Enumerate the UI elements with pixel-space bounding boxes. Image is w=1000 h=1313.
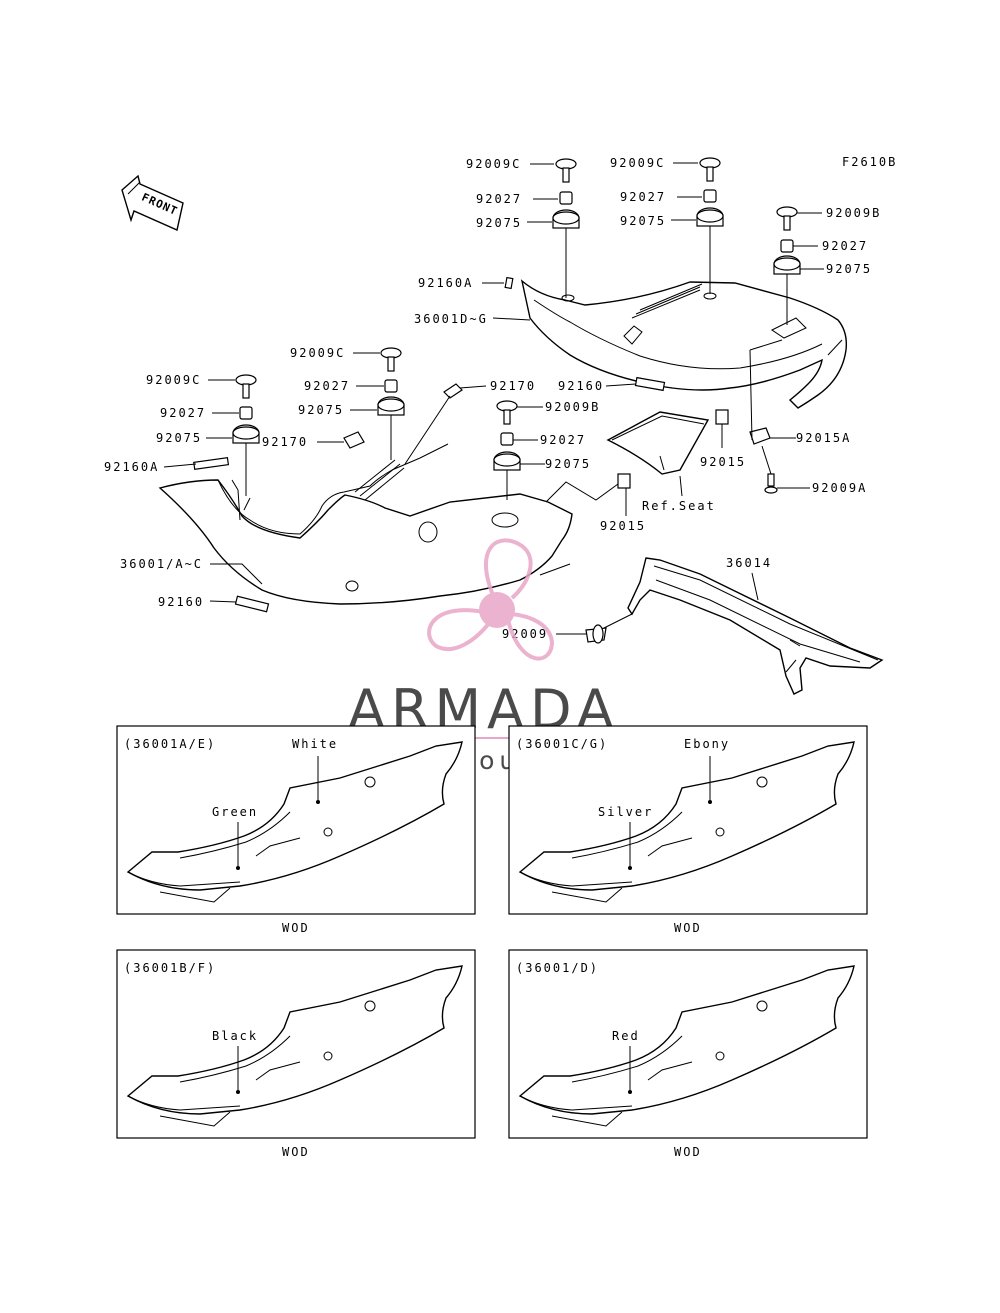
variant-panel-d: (36001/D) Red WOD bbox=[508, 949, 868, 1159]
callout-92027-4: 92027 bbox=[304, 379, 350, 393]
callout-92075-4: 92075 bbox=[298, 403, 344, 417]
callout-ref-seat: Ref.Seat bbox=[642, 499, 716, 513]
color-label-white: White bbox=[292, 737, 338, 751]
callout-92075-2: 92075 bbox=[620, 214, 666, 228]
callout-92009c-1: 92009C bbox=[466, 157, 521, 171]
variant-footer-a-e: WOD bbox=[282, 921, 310, 935]
callout-92027-6: 92027 bbox=[540, 433, 586, 447]
variant-panel-b-f: (36001B/F) Black WOD bbox=[116, 949, 476, 1159]
callout-92160-2: 92160 bbox=[158, 595, 204, 609]
color-label-black: Black bbox=[212, 1029, 258, 1043]
callout-92170-1: 92170 bbox=[490, 379, 536, 393]
callout-92160a-2: 92160A bbox=[104, 460, 159, 474]
callout-92009c-2: 92009C bbox=[610, 156, 665, 170]
color-label-ebony: Ebony bbox=[684, 737, 730, 751]
callout-92009a: 92009A bbox=[812, 481, 867, 495]
callout-92160a-1: 92160A bbox=[418, 276, 473, 290]
callout-92009c-3: 92009C bbox=[290, 346, 345, 360]
callout-92027-5: 92027 bbox=[160, 406, 206, 420]
color-label-green: Green bbox=[212, 805, 258, 819]
variant-footer-b-f: WOD bbox=[282, 1145, 310, 1159]
callout-92075-3: 92075 bbox=[826, 262, 872, 276]
variant-code-d: (36001/D) bbox=[516, 961, 599, 975]
variant-footer-c-g: WOD bbox=[674, 921, 702, 935]
callout-92015-2: 92015 bbox=[600, 519, 646, 533]
callout-92075-5: 92075 bbox=[156, 431, 202, 445]
leader-lines bbox=[163, 162, 824, 635]
callout-92027-1: 92027 bbox=[476, 192, 522, 206]
side-bracket-36014 bbox=[627, 557, 884, 695]
callout-92027-2: 92027 bbox=[620, 190, 666, 204]
callout-36014: 36014 bbox=[726, 556, 772, 570]
color-label-red: Red bbox=[612, 1029, 640, 1043]
callout-92009b-2: 92009B bbox=[545, 400, 600, 414]
variant-code-a-e: (36001A/E) bbox=[124, 737, 216, 751]
callout-92160-1: 92160 bbox=[558, 379, 604, 393]
propeller-logo-icon bbox=[427, 538, 555, 661]
callout-36001d-g: 36001D~G bbox=[414, 312, 488, 326]
callout-92170-2: 92170 bbox=[262, 435, 308, 449]
callout-36001-a-c: 36001/A~C bbox=[120, 557, 203, 571]
rear-seat-cover-lower bbox=[158, 443, 573, 605]
seat-reference-piece bbox=[606, 411, 710, 475]
variant-code-c-g: (36001C/G) bbox=[516, 737, 608, 751]
variant-panel-c-g: (36001C/G) Ebony Silver WOD bbox=[508, 725, 868, 935]
variant-panel-a-e: (36001A/E) White Green WOD bbox=[116, 725, 476, 935]
callout-92015-1: 92015 bbox=[700, 455, 746, 469]
variant-footer-d: WOD bbox=[674, 1145, 702, 1159]
diagram-code: F2610B bbox=[842, 155, 897, 169]
callout-92015a: 92015A bbox=[796, 431, 851, 445]
callout-92027-3: 92027 bbox=[822, 239, 868, 253]
callout-92009c-4: 92009C bbox=[146, 373, 201, 387]
callout-92009b-1: 92009B bbox=[826, 206, 881, 220]
front-arrow-icon: FRONT bbox=[121, 174, 184, 231]
callout-92075-6: 92075 bbox=[545, 457, 591, 471]
variant-code-b-f: (36001B/F) bbox=[124, 961, 216, 975]
callout-92075-1: 92075 bbox=[476, 216, 522, 230]
color-label-silver: Silver bbox=[598, 805, 653, 819]
